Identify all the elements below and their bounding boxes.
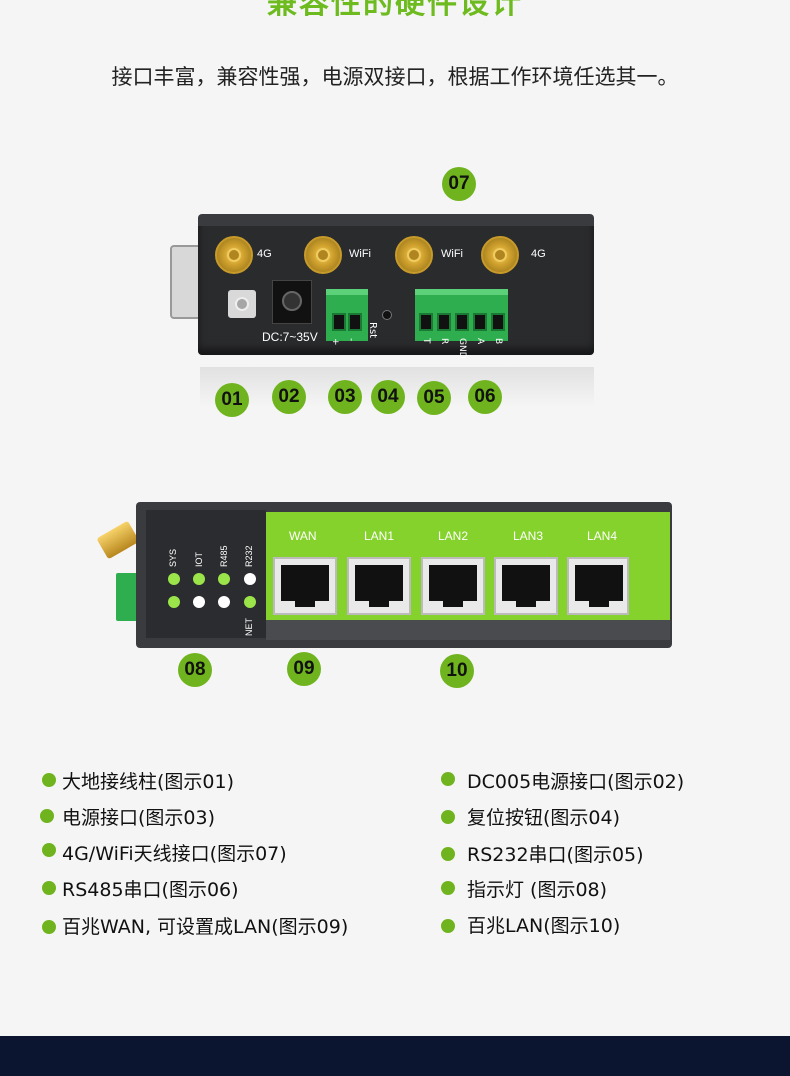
- port-label-lan1: LAN1: [364, 529, 395, 543]
- badge-06: 06: [468, 380, 502, 414]
- antenna-label: WiFi: [441, 248, 463, 260]
- badge-02: 02: [272, 380, 306, 414]
- bullet-icon: [441, 881, 455, 895]
- badge-03: 03: [328, 380, 362, 414]
- bullet-icon: [42, 773, 56, 787]
- lan-port-icon: [494, 557, 558, 615]
- legend-item: 百兆LAN(图示10): [467, 915, 621, 937]
- r485-led-icon: [218, 573, 230, 585]
- reset-button[interactable]: [382, 310, 392, 320]
- router-top-edge: [198, 214, 594, 226]
- page-title: 兼容性的硬件设计: [267, 0, 523, 21]
- antenna-connector-icon: [395, 236, 433, 274]
- led-label: R232: [244, 545, 254, 567]
- antenna-label: 4G: [531, 248, 546, 260]
- antenna-label: WiFi: [349, 248, 371, 260]
- bullet-icon: [40, 809, 54, 823]
- iot-led-icon: [193, 573, 205, 585]
- legend-item: 百兆WAN, 可设置成LAN(图示09): [62, 916, 349, 938]
- badge-01: 01: [215, 383, 249, 417]
- terminal-pin: [348, 313, 362, 331]
- legend-item: 电源接口(图示03): [62, 807, 216, 829]
- terminal-pin: [491, 313, 505, 331]
- badge-07: 07: [442, 167, 476, 201]
- bullet-icon: [441, 919, 455, 933]
- serial-pin-label: GND: [457, 338, 467, 359]
- ground-screw-icon: [228, 290, 256, 318]
- router-top-panel: [198, 215, 594, 355]
- badge-05: 05: [417, 381, 451, 415]
- badge-04: 04: [371, 380, 405, 414]
- bullet-icon: [42, 881, 56, 895]
- terminal-pin: [419, 313, 433, 331]
- net-led-icon: [244, 596, 256, 608]
- lan-port-icon: [567, 557, 629, 615]
- legend-item: RS485串口(图示06): [62, 879, 239, 901]
- port-label-lan3: LAN3: [513, 529, 544, 543]
- serial-terminal-block: [415, 289, 508, 341]
- serial-pin-label: R: [439, 338, 449, 345]
- antenna-connector-icon: [481, 236, 519, 274]
- led-label: R485: [219, 545, 229, 567]
- terminal-clip: [116, 573, 138, 621]
- bullet-icon: [441, 810, 455, 824]
- antenna-connector-icon: [215, 236, 253, 274]
- terminal-pin: [455, 313, 469, 331]
- port-label-lan2: LAN2: [438, 529, 469, 543]
- port-label-wan: WAN: [289, 529, 317, 543]
- sma-antenna-icon: [96, 520, 140, 560]
- lan-port-icon: [421, 557, 485, 615]
- wan-port-icon: [273, 557, 337, 615]
- power-terminal-block: [326, 289, 368, 341]
- power-pin-label: -: [346, 338, 356, 342]
- bullet-icon: [42, 843, 56, 857]
- port-label-lan4: LAN4: [587, 529, 618, 543]
- legend-item: RS232串口(图示05): [467, 844, 644, 866]
- bullet-icon: [42, 920, 56, 934]
- legend-item: 指示灯 (图示08): [467, 879, 608, 901]
- antenna-label: 4G: [257, 248, 272, 260]
- led-label: IOT: [194, 552, 204, 567]
- dc-label: DC:7~35V: [262, 330, 318, 344]
- terminal-pin: [473, 313, 487, 331]
- serial-pin-label: B: [493, 338, 503, 345]
- bullet-icon: [441, 847, 455, 861]
- led-icon: [193, 596, 205, 608]
- legend-item: 复位按钮(图示04): [467, 807, 621, 829]
- terminal-pin: [437, 313, 451, 331]
- terminal-pin: [332, 313, 346, 331]
- bullet-icon: [441, 772, 455, 786]
- serial-pin-label: T: [421, 338, 431, 344]
- legend-item: 4G/WiFi天线接口(图示07): [62, 843, 287, 865]
- power-pin-label: +: [330, 338, 340, 346]
- badge-10: 10: [440, 654, 474, 688]
- led-label: NET: [244, 618, 254, 636]
- footer-bar: [0, 1036, 790, 1076]
- dc-jack-icon: [272, 280, 312, 324]
- lan-port-icon: [347, 557, 411, 615]
- sys-led-icon: [168, 573, 180, 585]
- legend-item: 大地接线柱(图示01): [62, 771, 235, 793]
- led-icon: [218, 596, 230, 608]
- reset-label: Rst: [367, 322, 378, 339]
- badge-09: 09: [287, 652, 321, 686]
- badge-08: 08: [178, 653, 212, 687]
- led-icon: [168, 596, 180, 608]
- panel-rail: [266, 620, 670, 640]
- page-subtitle: 接口丰富，兼容性强，电源双接口，根据工作环境任选其一。: [111, 65, 679, 89]
- legend-item: DC005电源接口(图示02): [467, 771, 685, 793]
- antenna-connector-icon: [304, 236, 342, 274]
- serial-pin-label: A: [475, 338, 485, 345]
- r232-led-icon: [244, 573, 256, 585]
- led-label: SYS: [168, 548, 178, 567]
